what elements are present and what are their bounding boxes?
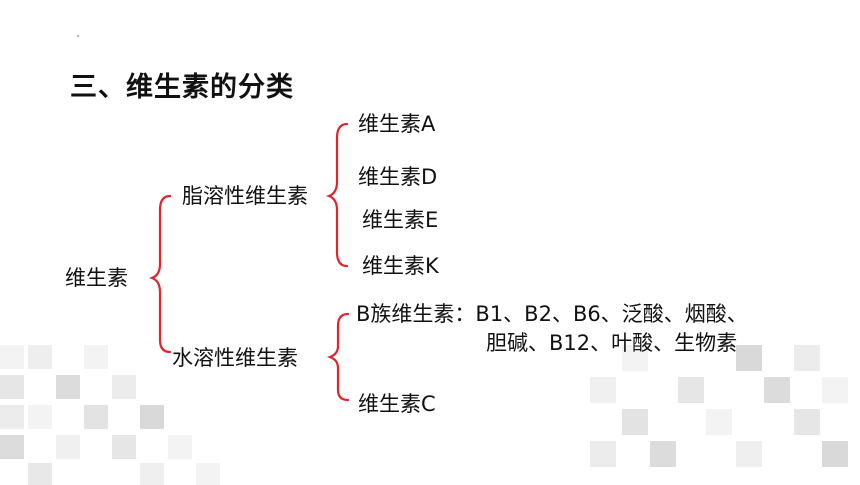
decorative-tiles-right bbox=[590, 345, 860, 485]
page-title: 三、维生素的分类 bbox=[70, 72, 294, 103]
b-group-line1: B族维生素：B1、B2、B6、泛酸、烟酸、 bbox=[356, 302, 748, 326]
fat-item-d: 维生素D bbox=[358, 165, 438, 189]
fat-soluble-label: 脂溶性维生素 bbox=[182, 184, 308, 208]
b-group-line2: 胆碱、B12、叶酸、生物素 bbox=[486, 331, 738, 355]
fat-item-k: 维生素K bbox=[362, 254, 439, 278]
brace-water-soluble bbox=[326, 312, 350, 402]
decorative-dot bbox=[77, 35, 79, 37]
root-label: 维生素 bbox=[65, 266, 128, 290]
brace-fat-soluble bbox=[325, 122, 349, 268]
fat-item-e: 维生素E bbox=[362, 208, 439, 232]
decorative-tiles-left bbox=[0, 345, 290, 485]
water-item-c: 维生素C bbox=[358, 392, 436, 416]
fat-item-a: 维生素A bbox=[358, 112, 436, 136]
brace-root bbox=[148, 194, 172, 354]
water-soluble-label: 水溶性维生素 bbox=[172, 346, 298, 370]
